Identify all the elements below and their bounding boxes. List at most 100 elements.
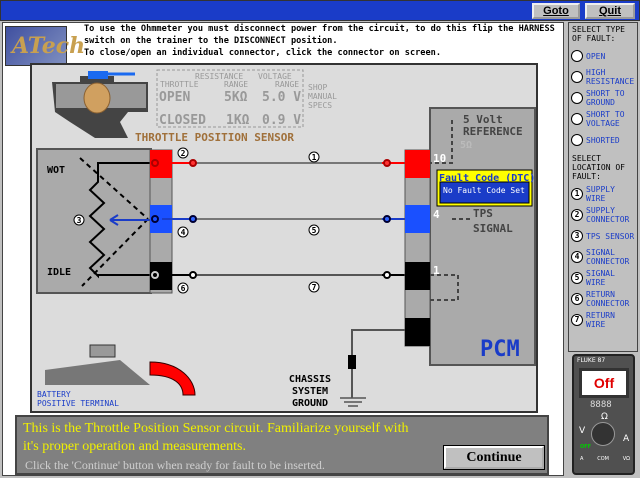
marker-3: 3 — [77, 216, 82, 225]
message-line: it's proper operation and measurements. — [23, 439, 246, 454]
ground-symbol-icon — [340, 397, 366, 407]
fault-type-header: SELECT TYPE OF FAULT: — [572, 25, 625, 43]
fault-location-label: TPS SENSOR — [586, 231, 635, 241]
fault-location-label: SUPPLY CONNECTOR — [586, 206, 630, 224]
sensor-title: THROTTLE POSITION SENSOR — [135, 131, 294, 144]
spec-range: RANGE — [275, 80, 299, 89]
message-box: This is the Throttle Position Sensor cir… — [15, 415, 549, 475]
spec-specs: SPECS — [308, 101, 332, 110]
ground-label: SYSTEM — [292, 386, 328, 397]
continue-button[interactable]: Continue — [443, 445, 545, 470]
spec-closed-res: 1KΩ — [226, 113, 250, 128]
goto-button[interactable]: Goto — [532, 3, 580, 19]
pcm-ground-connector[interactable] — [405, 318, 430, 346]
jack-com[interactable]: COM — [597, 456, 609, 462]
ground-label: GROUND — [292, 398, 328, 409]
pcm-box — [429, 107, 536, 366]
wot-label: WOT — [47, 165, 65, 176]
location-number-icon[interactable]: 6 — [571, 293, 583, 305]
marker-7: 7 — [312, 283, 317, 292]
quit-button[interactable]: Quit — [585, 3, 635, 19]
fault-code-value: No Fault Code Set — [443, 186, 525, 195]
instruction-line: To use the Ohmmeter you must disconnect … — [84, 24, 555, 34]
fault-type-label: OPEN — [586, 51, 606, 61]
signal-connector[interactable] — [150, 205, 172, 233]
fault-type-option[interactable]: SHORT TO VOLTAGE — [571, 110, 635, 128]
spec-open-volt: 5.0 V — [262, 90, 301, 105]
meter-dial[interactable] — [591, 422, 615, 446]
marker-6: 6 — [181, 284, 186, 293]
location-number-icon[interactable]: 1 — [571, 188, 583, 200]
meter-v: V — [579, 426, 586, 436]
idle-label: IDLE — [47, 267, 71, 278]
fault-type-label: SHORT TO GROUND — [586, 89, 625, 107]
fault-sidebar: SELECT TYPE OF FAULT: OPEN HIGH RESISTANC… — [568, 22, 638, 352]
multimeter[interactable]: FLUKE 87 Off 8888 Ω V A OFF A COM VΩ — [572, 354, 635, 475]
signal-label: SIGNAL — [473, 222, 513, 235]
spec-range: RANGE — [224, 80, 248, 89]
spec-throttle: THROTTLE — [160, 80, 199, 89]
specs-box — [156, 69, 304, 128]
meter-a: A — [623, 434, 630, 444]
radio-button[interactable] — [571, 92, 583, 104]
pcm-return-connector[interactable] — [405, 262, 430, 290]
fault-location-label: SUPPLY WIRE — [586, 185, 615, 203]
ref-resistor: 5Ω — [460, 140, 472, 151]
message-hint: Click the 'Continue' button when ready f… — [25, 458, 325, 472]
pcm-signal-connector[interactable] — [405, 205, 430, 233]
marker-2: 2 — [181, 149, 186, 158]
meter-ohm: Ω — [601, 412, 608, 422]
marker-5: 5 — [312, 226, 317, 235]
location-number-icon[interactable]: 4 — [571, 251, 583, 263]
fault-location-label: RETURN WIRE — [586, 311, 615, 329]
radio-button[interactable] — [571, 50, 583, 62]
signal-label: TPS — [473, 207, 493, 220]
fault-type-label: SHORTED — [586, 135, 620, 145]
supply-connector[interactable] — [150, 150, 172, 178]
radio-button[interactable] — [571, 134, 583, 146]
fault-type-option[interactable]: SHORT TO GROUND — [571, 89, 635, 107]
ground-wire[interactable] — [351, 329, 405, 398]
spec-resistance-header: RESISTANCE — [195, 72, 243, 81]
ref-label: REFERENCE — [463, 125, 523, 138]
fault-type-option[interactable]: OPEN — [571, 47, 635, 65]
marker-4: 4 — [181, 228, 186, 237]
return-connector[interactable] — [150, 262, 172, 290]
location-number-icon[interactable]: 7 — [571, 314, 583, 326]
fault-type-label: SHORT TO VOLTAGE — [586, 110, 625, 128]
fault-type-label: HIGH RESISTANCE — [586, 68, 635, 86]
instruction-line: To close/open an individual connector, c… — [84, 48, 441, 58]
location-number-icon[interactable]: 2 — [571, 209, 583, 221]
location-markers: 1 2 3 4 5 6 7 — [73, 147, 320, 294]
instructions: To use the Ohmmeter you must disconnect … — [84, 23, 555, 59]
jack-v[interactable]: VΩ — [622, 456, 630, 462]
spec-open: OPEN — [159, 90, 190, 105]
meter-brand: FLUKE 87 — [577, 357, 606, 364]
fault-location-label: SIGNAL WIRE — [586, 269, 615, 287]
spec-voltage-header: VOLTAGE — [258, 72, 292, 81]
battery-label: BATTERY — [37, 390, 71, 399]
battery-label: POSITIVE TERMINAL — [37, 399, 119, 408]
radio-button[interactable] — [571, 113, 583, 125]
meter-digits: 8888 — [590, 400, 612, 410]
fault-type-option[interactable]: HIGH RESISTANCE — [571, 68, 635, 86]
ref-label: 5 Volt — [463, 113, 503, 126]
pcm-supply-connector[interactable] — [405, 150, 430, 178]
radio-button[interactable] — [571, 71, 583, 83]
atech-logo: ATech — [5, 26, 85, 66]
jack-a[interactable]: A — [580, 456, 584, 462]
pcm-label: PCM — [480, 337, 520, 362]
fault-type-option[interactable]: SHORTED — [571, 131, 635, 149]
fault-location-label: RETURN CONNECTOR — [586, 290, 630, 308]
location-number-icon[interactable]: 3 — [571, 230, 583, 242]
spec-shop: SHOP — [308, 83, 327, 92]
location-number-icon[interactable]: 5 — [571, 272, 583, 284]
